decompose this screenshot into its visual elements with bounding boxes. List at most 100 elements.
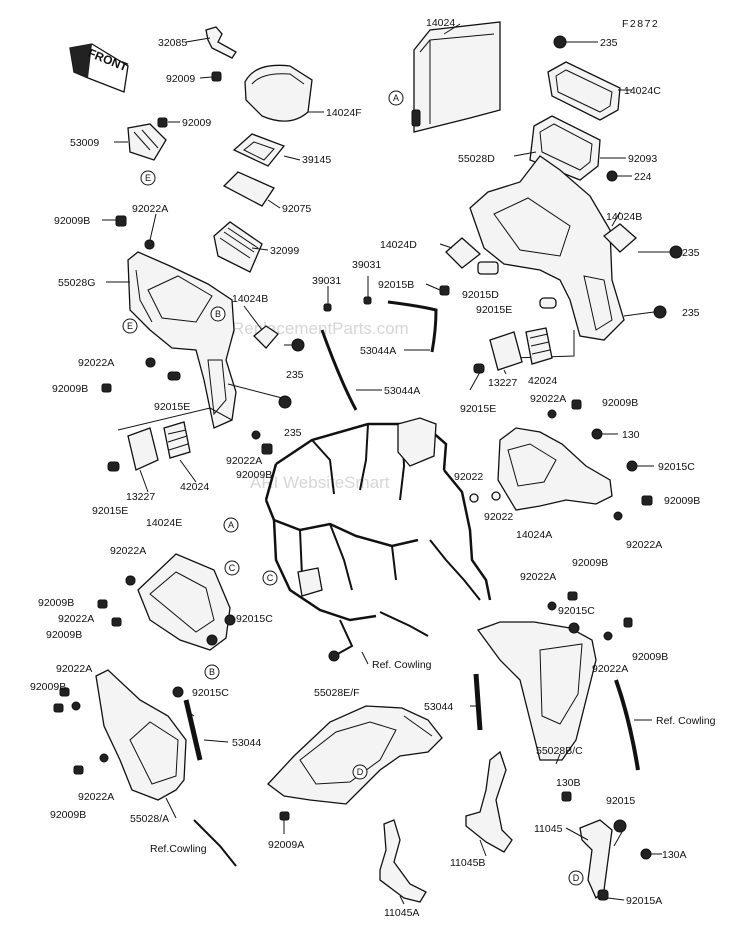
label-55028G: 55028G bbox=[58, 277, 95, 289]
bracket-11045B bbox=[465, 750, 513, 853]
label-92009B-8: 92009B bbox=[30, 681, 66, 693]
ref-cowling-wire-right bbox=[614, 679, 640, 771]
cowl-55028EF bbox=[267, 705, 443, 805]
label-92009B-1: 92009B bbox=[54, 215, 90, 227]
label-92009B-11: 92009B bbox=[572, 557, 608, 569]
callout-E-2: E bbox=[122, 318, 138, 334]
label-92022A-1: 92022A bbox=[132, 203, 168, 215]
bolt-235-right-b bbox=[653, 305, 667, 319]
bolt-130B bbox=[561, 791, 572, 802]
label-92022A-5: 92022A bbox=[626, 539, 662, 551]
label-14024C: 14024C bbox=[624, 85, 661, 97]
pad-13227-right bbox=[489, 331, 523, 371]
label-92009B-5: 92009B bbox=[664, 495, 700, 507]
label-235-3: 235 bbox=[600, 37, 618, 49]
label-235-2: 235 bbox=[284, 427, 302, 439]
label-92022A-10: 92022A bbox=[520, 571, 556, 583]
nut-92015C-left bbox=[224, 614, 236, 626]
label-235-5: 235 bbox=[682, 307, 700, 319]
screw-right-mid bbox=[571, 399, 582, 410]
bolt-235-top bbox=[553, 35, 567, 49]
label-53009: 53009 bbox=[70, 137, 99, 149]
nut-92015A bbox=[597, 889, 609, 901]
label-14024B-1: 14024B bbox=[232, 293, 268, 305]
label-92022A-9: 92022A bbox=[78, 791, 114, 803]
callout-A-1: A bbox=[388, 90, 404, 106]
washer-right-mid bbox=[547, 409, 557, 419]
callout-B-1: B bbox=[210, 306, 226, 322]
screw-lower-left-a bbox=[59, 687, 70, 697]
label-92022A-11: 92022A bbox=[592, 663, 628, 675]
washer-92022-a bbox=[469, 493, 479, 503]
bolt-235-b bbox=[278, 395, 292, 409]
label-11045B: 11045B bbox=[450, 857, 485, 869]
label-92015E-2: 92015E bbox=[92, 505, 128, 517]
label-235-4: 235 bbox=[682, 247, 700, 259]
pad-42024-right bbox=[525, 327, 553, 365]
callout-D-2: D bbox=[568, 870, 584, 886]
nut-92015D bbox=[477, 261, 499, 275]
label-53044A-2: 53044A bbox=[384, 385, 420, 397]
screw-92009A bbox=[279, 811, 290, 821]
svg-text:A: A bbox=[228, 520, 234, 530]
label-92075: 92075 bbox=[282, 203, 311, 215]
callout-E-1: E bbox=[140, 170, 156, 186]
cover-14024C bbox=[547, 61, 621, 121]
label-55028A: 55028/A bbox=[130, 813, 169, 825]
label-92015D: 92015D bbox=[462, 289, 499, 301]
label-92022A-2: 92022A bbox=[78, 357, 114, 369]
label-92009A: 92009A bbox=[268, 839, 304, 851]
label-92009B-4: 92009B bbox=[602, 397, 638, 409]
label-130-1: 130 bbox=[622, 429, 640, 441]
callout-C-2: C bbox=[262, 570, 278, 586]
label-92022A-4: 92022A bbox=[530, 393, 566, 405]
label-39145: 39145 bbox=[302, 154, 331, 166]
label-224: 224 bbox=[634, 171, 652, 183]
screw-left-top bbox=[115, 215, 127, 227]
label-92009B-3: 92009B bbox=[236, 469, 272, 481]
pad-13227-left bbox=[127, 427, 159, 471]
washer-left-mid bbox=[145, 357, 156, 368]
callout-D-1: D bbox=[352, 764, 368, 780]
washer-center-left bbox=[251, 430, 261, 440]
duct-14024 bbox=[411, 21, 501, 133]
ref-cowling-wire-left bbox=[193, 819, 237, 867]
washer-92022-b bbox=[491, 491, 501, 501]
label-92009-a: 92009 bbox=[166, 73, 195, 85]
label-32085: 32085 bbox=[158, 37, 187, 49]
screw-left-duct-b bbox=[111, 617, 122, 627]
label-ref-cowling-2: Ref. Cowling bbox=[372, 659, 432, 671]
screw-left-mid bbox=[101, 383, 112, 393]
label-92022A-6: 92022A bbox=[110, 545, 146, 557]
nut-92015E-right-low bbox=[473, 363, 485, 374]
bracket-14024D bbox=[445, 237, 482, 269]
label-92015A: 92015A bbox=[626, 895, 662, 907]
nut-92015E-right bbox=[539, 297, 557, 309]
label-53044-1: 53044 bbox=[232, 737, 261, 749]
trim-53044-left bbox=[183, 699, 203, 761]
duct-14024A bbox=[497, 427, 613, 511]
washer-left-top bbox=[144, 239, 155, 250]
screw-224 bbox=[606, 170, 618, 182]
callout-A-2: A bbox=[223, 517, 239, 533]
label-42024-2: 42024 bbox=[528, 375, 557, 387]
cover-14024F bbox=[244, 64, 313, 122]
screw-92009-b bbox=[157, 117, 168, 128]
front-arrow-icon: FRONT bbox=[69, 43, 130, 93]
nut-92015C-lower-left bbox=[172, 686, 184, 698]
label-92015E-1: 92015E bbox=[154, 401, 190, 413]
bolt-235-a bbox=[291, 338, 305, 352]
label-14024F: 14024F bbox=[326, 107, 362, 119]
svg-text:C: C bbox=[229, 563, 236, 573]
bracket-11045A bbox=[379, 819, 427, 903]
washer-lower-left-b bbox=[99, 753, 109, 763]
svg-text:B: B bbox=[215, 309, 221, 319]
svg-text:B: B bbox=[209, 667, 215, 677]
label-39031-2: 39031 bbox=[352, 259, 381, 271]
label-92009B-7: 92009B bbox=[46, 629, 82, 641]
nut-left-duct bbox=[206, 634, 218, 646]
label-92009B-2: 92009B bbox=[52, 383, 88, 395]
bolt-130 bbox=[591, 428, 603, 440]
nut-92015B bbox=[439, 285, 450, 296]
